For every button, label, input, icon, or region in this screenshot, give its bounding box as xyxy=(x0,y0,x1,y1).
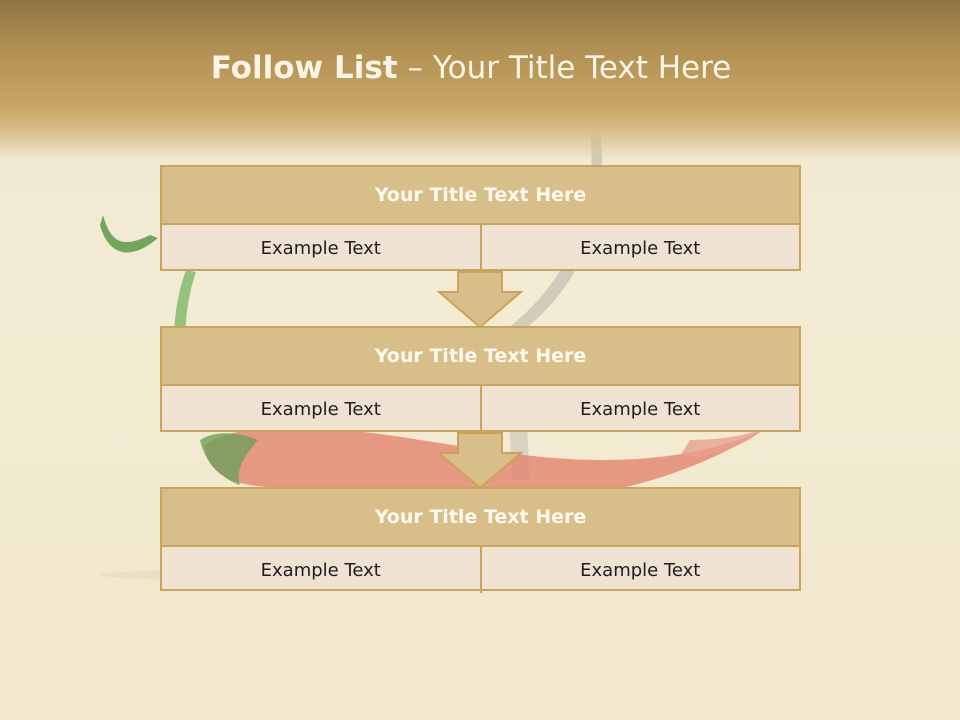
slide-title: Follow List – Your Title Text Here xyxy=(0,50,942,86)
block-right-text: Example Text xyxy=(479,547,800,593)
block-row: Example Text Example Text xyxy=(162,225,799,271)
block-right-text: Example Text xyxy=(479,225,800,271)
block-title: Your Title Text Here xyxy=(162,167,799,225)
block-title: Your Title Text Here xyxy=(162,489,799,547)
block-right-text: Example Text xyxy=(479,386,800,432)
block-row: Example Text Example Text xyxy=(162,386,799,432)
list-block-3: Your Title Text Here Example Text Exampl… xyxy=(160,487,801,593)
title-bold: Follow List xyxy=(210,50,398,86)
header-band xyxy=(0,0,960,160)
block-left-text: Example Text xyxy=(260,398,381,420)
down-arrow-icon xyxy=(437,432,523,490)
list-block-2: Your Title Text Here Example Text Exampl… xyxy=(160,326,801,432)
down-arrow-icon xyxy=(437,271,523,329)
block-left-text: Example Text xyxy=(260,237,381,259)
list-block-1: Your Title Text Here Example Text Exampl… xyxy=(160,165,801,271)
block-title: Your Title Text Here xyxy=(162,328,799,386)
block-row: Example Text Example Text xyxy=(162,547,799,593)
title-rest: – Your Title Text Here xyxy=(407,50,732,86)
block-left-text: Example Text xyxy=(260,559,381,581)
